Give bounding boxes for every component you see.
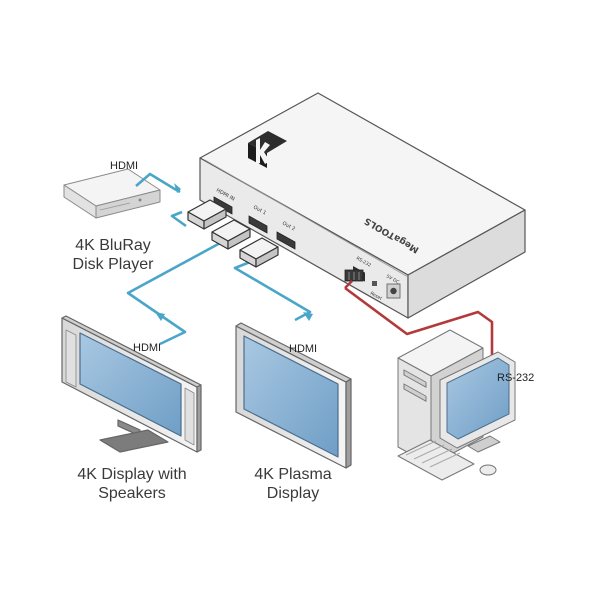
rs232-label: RS-232 bbox=[497, 372, 535, 384]
bluray-player-label: 4K BluRay Disk Player bbox=[72, 237, 154, 273]
kramer-logo-icon bbox=[248, 131, 287, 168]
hdmi-connector-icon bbox=[187, 199, 227, 230]
speaker-right bbox=[184, 387, 195, 446]
computer bbox=[397, 329, 516, 481]
display-with-speakers bbox=[61, 315, 202, 453]
terminal-block-icon bbox=[344, 269, 364, 282]
pc-mouse bbox=[479, 464, 497, 476]
plasma-display-label: 4K Plasma Display bbox=[254, 466, 332, 502]
cable-arrowheads bbox=[155, 183, 313, 321]
hdmi-connector-icon bbox=[239, 237, 279, 268]
hdmi-display2-label: HDMI bbox=[289, 343, 318, 355]
device-side-face bbox=[407, 209, 526, 319]
port-out-1-label: Out 1 bbox=[252, 205, 267, 217]
hdmi-display2-cable bbox=[233, 260, 312, 322]
plasma-display bbox=[235, 322, 352, 469]
speaker-left bbox=[65, 329, 77, 388]
port-out-2-label: Out 2 bbox=[281, 221, 296, 233]
hdmi-display1-label: HDMI bbox=[133, 342, 162, 354]
display1-screen bbox=[79, 332, 182, 437]
port-reset-label: Reset bbox=[369, 291, 383, 302]
distribution-amplifier bbox=[199, 92, 526, 319]
port-out-2[interactable]: Out 2 bbox=[276, 221, 296, 250]
display-speakers-label: 4K Display with Speakers bbox=[77, 466, 187, 502]
bluray-player bbox=[63, 168, 161, 219]
port-out-1[interactable]: Out 1 bbox=[248, 205, 268, 234]
hdmi-connector-icon bbox=[211, 219, 251, 250]
pc-monitor-screen bbox=[446, 357, 510, 440]
display2-screen bbox=[243, 335, 339, 458]
rs232-cable bbox=[344, 286, 494, 372]
port-reset[interactable]: Reset bbox=[369, 281, 383, 302]
hdmi-source-label: HDMI bbox=[110, 160, 139, 172]
